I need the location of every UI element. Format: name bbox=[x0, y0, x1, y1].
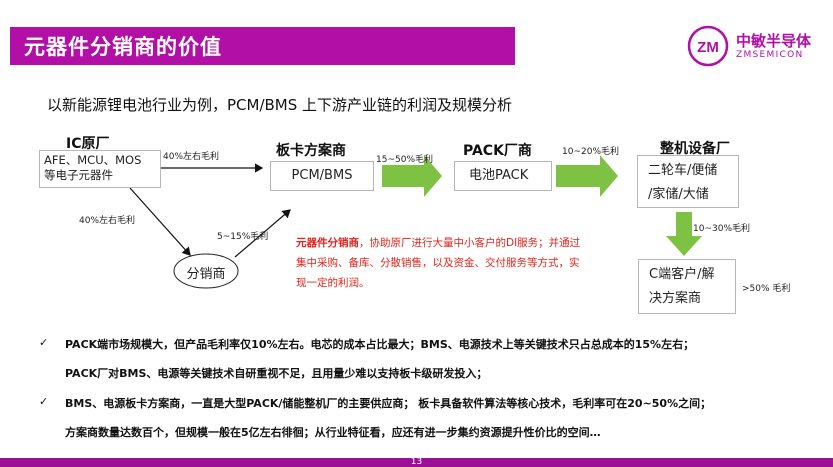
equip-title: 整机设备厂 bbox=[660, 141, 730, 157]
bullet-check-icon: ✓ bbox=[39, 336, 49, 349]
svg-text:ZM: ZM bbox=[697, 39, 719, 56]
equip-box-line1: 二轮车/便储 bbox=[648, 163, 718, 178]
title-bar bbox=[10, 27, 515, 65]
margin-customer: >50% 毛利 bbox=[742, 284, 791, 294]
margin-board-pack: 15~50%毛利 bbox=[376, 155, 433, 165]
margin-ic-distributor: 40%左右毛利 bbox=[79, 216, 136, 226]
margin-distributor-board: 5~15%毛利 bbox=[217, 232, 269, 242]
customer-box-line1: C端客户/解 bbox=[649, 267, 715, 282]
pack-title: PACK厂商 bbox=[463, 143, 532, 159]
distributor-note-text: ，协助原厂进行大量中小客户的DI服务；并通过集中采购、备库、分散销售，以及资金、… bbox=[296, 237, 581, 289]
slide-subtitle: 以新能源锂电池行业为例，PCM/BMS 上下游产业链的利润及规模分析 bbox=[47, 96, 513, 114]
bullet-check-icon: ✓ bbox=[39, 395, 49, 408]
bullet-item-2: PACK厂对BMS、电源等关键技术自研重视不足，且用量少难以支持板卡级研发投入； bbox=[65, 367, 488, 380]
ic-box-line2: 等电子元器件 bbox=[44, 168, 113, 182]
margin-equip-customer: 10~30%毛利 bbox=[693, 224, 750, 234]
page-number: 13 bbox=[410, 457, 423, 467]
equip-box-line2: /家储/大储 bbox=[648, 187, 709, 202]
distributor-note: 元器件分销商，协助原厂进行大量中小客户的DI服务；并通过集中采购、备库、分散销售… bbox=[296, 233, 586, 293]
distributor-label: 分销商 bbox=[186, 267, 226, 282]
ic-to-distributor-arrow bbox=[129, 187, 191, 256]
ic-title: IC原厂 bbox=[66, 136, 110, 152]
pack-box: 电池PACK bbox=[454, 161, 552, 191]
distributor-to-board-arrow bbox=[234, 209, 291, 258]
equip-to-customer-arrow bbox=[666, 212, 702, 256]
logo-name-en: ZMSEMICON bbox=[736, 50, 804, 60]
ic-box: AFE、MCU、MOS 等电子元器件 bbox=[39, 150, 161, 188]
bullet-item-3: BMS、电源板卡方案商，一直是大型PACK/储能整机厂的主要供应商； 板卡具备软… bbox=[65, 397, 712, 410]
margin-pack-equip: 10~20%毛利 bbox=[562, 147, 619, 157]
distributor-ellipse bbox=[173, 253, 239, 289]
board-box: PCM/BMS bbox=[270, 161, 374, 191]
board-title: 板卡方案商 bbox=[276, 143, 346, 159]
margin-ic-board: 40%左右毛利 bbox=[163, 152, 220, 162]
bullet-item-1: PACK端市场规模大，但产品毛利率仅10%左右。电芯的成本占比最大；BMS、电源… bbox=[65, 338, 695, 351]
zmsemicon-logo: ZM bbox=[687, 25, 729, 67]
bullet-item-4: 方案商数量达数百个，但规模一般在5亿左右徘徊；从行业特征看，应还有进一步集约资源… bbox=[65, 426, 601, 439]
board-to-pack-arrow bbox=[382, 155, 442, 197]
customer-box-line2: 决方案商 bbox=[649, 291, 702, 306]
customer-box: C端客户/解 决方案商 bbox=[638, 259, 736, 314]
distributor-note-bold: 元器件分销商 bbox=[296, 237, 359, 249]
ic-box-line1: AFE、MCU、MOS bbox=[44, 153, 142, 167]
equip-box: 二轮车/便储 /家储/大储 bbox=[637, 155, 739, 208]
page-title: 元器件分销商的价值 bbox=[24, 35, 222, 59]
pack-to-equip-arrow bbox=[556, 155, 618, 197]
logo-name-cn: 中敏半导体 bbox=[736, 32, 812, 50]
footer-bar bbox=[0, 458, 833, 467]
